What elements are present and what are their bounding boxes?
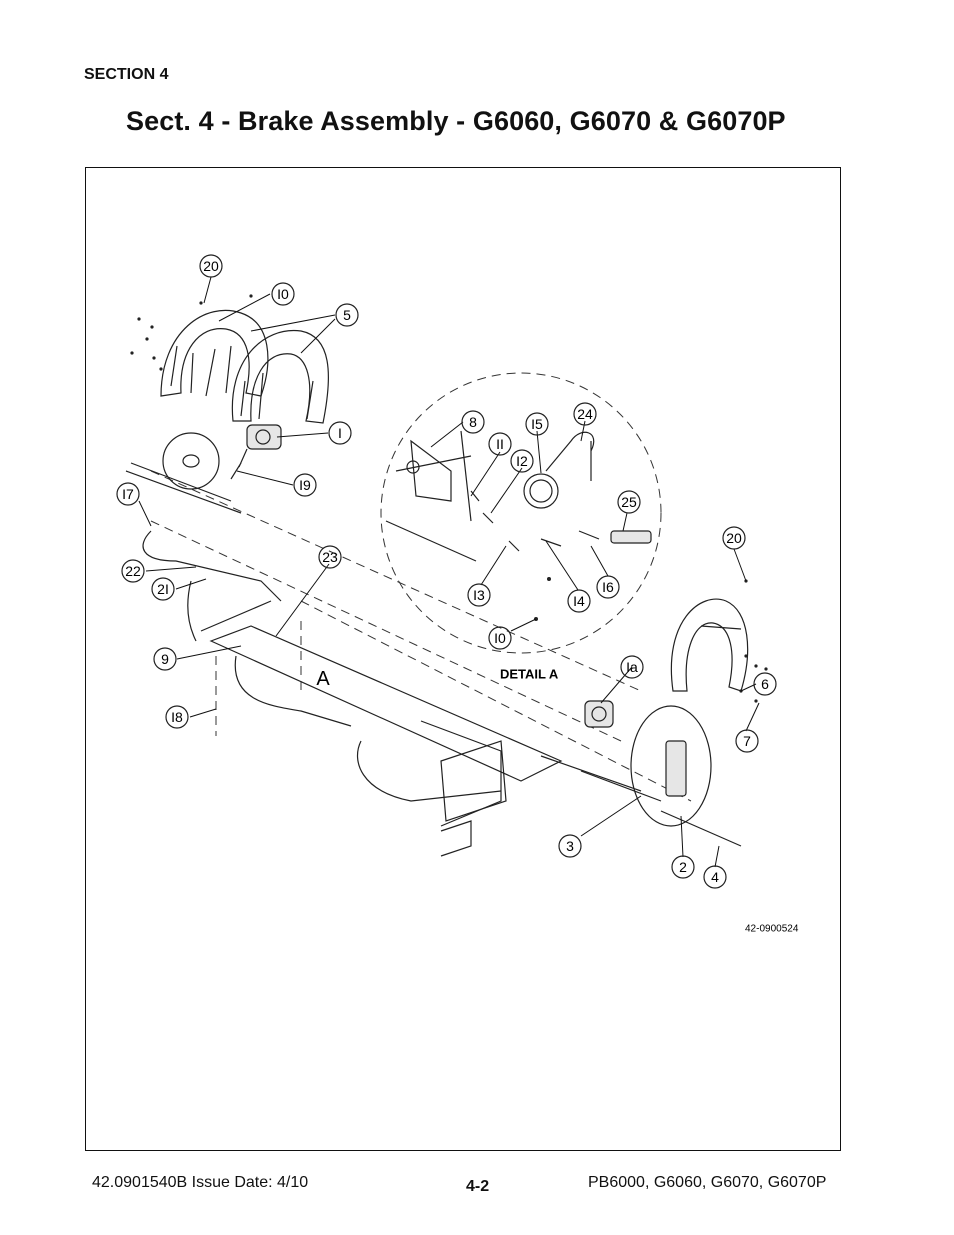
brake-actuator-left [230,424,282,480]
right-brake-drum [580,700,742,847]
callout-24: 24 [573,402,597,426]
callout-22: 22 [121,559,145,583]
svg-text:4: 4 [711,869,719,885]
footer-doc-number: 42.0901540B Issue Date: 4/10 [92,1174,309,1191]
detail-a-view [380,372,662,654]
svg-text:25: 25 [621,494,637,510]
svg-text:I5: I5 [531,416,543,432]
callout-20-right: 20 [722,526,746,550]
svg-text:I2: I2 [516,453,528,469]
left-guard-assembly [130,294,329,424]
callout-18: I8 [165,705,189,729]
callout-8: 8 [461,410,485,434]
svg-text:22: 22 [125,563,141,579]
leader-lines [138,276,760,868]
axle-frame [150,432,692,857]
hydraulic-lines [125,462,642,802]
svg-text:7: 7 [743,733,751,749]
svg-text:24: 24 [577,406,593,422]
svg-text:20: 20 [203,258,219,274]
svg-text:2I: 2I [157,581,169,597]
svg-text:I4: I4 [573,593,585,609]
callout-10-top: I0 [271,282,295,306]
svg-text:20: 20 [726,530,742,546]
callout-5: 5 [335,303,359,327]
callout-4: 4 [703,865,727,889]
detail-marker-a: A [316,668,330,690]
svg-text:II: II [496,436,504,452]
callout-6: 6 [753,672,777,696]
svg-text:I8: I8 [171,709,183,725]
callout-7: 7 [735,729,759,753]
svg-text:I0: I0 [494,630,506,646]
svg-text:9: 9 [161,651,169,667]
callout-11: II [488,432,512,456]
callouts: 20 I0 5 I I9 I7 22 2I 23 9 I8 8 II I2 I5… [116,254,777,889]
callout-1: I [328,421,352,445]
drawing-number: 42-0900524 [745,924,799,935]
svg-text:Ia: Ia [626,659,638,675]
footer-models: PB6000, G6060, G6070, G6070P [588,1174,827,1191]
callout-14: I4 [567,589,591,613]
callout-9: 9 [153,647,177,671]
svg-text:I7: I7 [122,486,134,502]
section-heading: SECTION 4 [84,66,169,83]
right-guard [670,579,768,703]
callout-13: I3 [467,583,491,607]
svg-text:I6: I6 [602,579,614,595]
callout-2: 2 [671,855,695,879]
detail-a-label: DETAIL A [500,667,559,682]
svg-text:8: 8 [469,414,477,430]
svg-text:2: 2 [679,859,687,875]
callout-20-top: 20 [199,254,223,278]
callout-21: 2I [151,577,175,601]
svg-text:3: 3 [566,838,574,854]
svg-text:5: 5 [343,307,351,323]
callout-12: I2 [510,449,534,473]
callout-15: I5 [525,412,549,436]
callout-25: 25 [617,490,641,514]
callout-1a: Ia [620,655,644,679]
footer-page-number: 4-2 [466,1178,490,1195]
brake-assembly-diagram: 20 I0 5 I I9 I7 22 2I 23 9 I8 8 II I2 I5… [116,254,799,935]
callout-3: 3 [558,834,582,858]
svg-text:I9: I9 [299,477,311,493]
svg-text:I: I [338,425,342,441]
callout-23: 23 [318,545,342,569]
page-title: Sect. 4 - Brake Assembly - G6060, G6070 … [126,106,786,136]
callout-10-detail: I0 [488,626,512,650]
svg-text:I3: I3 [473,587,485,603]
bolt-cluster-left [130,294,253,371]
svg-text:6: 6 [761,676,769,692]
svg-text:I0: I0 [277,286,289,302]
callout-17: I7 [116,482,140,506]
callout-19: I9 [293,473,317,497]
svg-text:23: 23 [322,549,338,565]
diagram-frame: 20 I0 5 I I9 I7 22 2I 23 9 I8 8 II I2 I5… [85,167,841,1151]
callout-16: I6 [596,575,620,599]
